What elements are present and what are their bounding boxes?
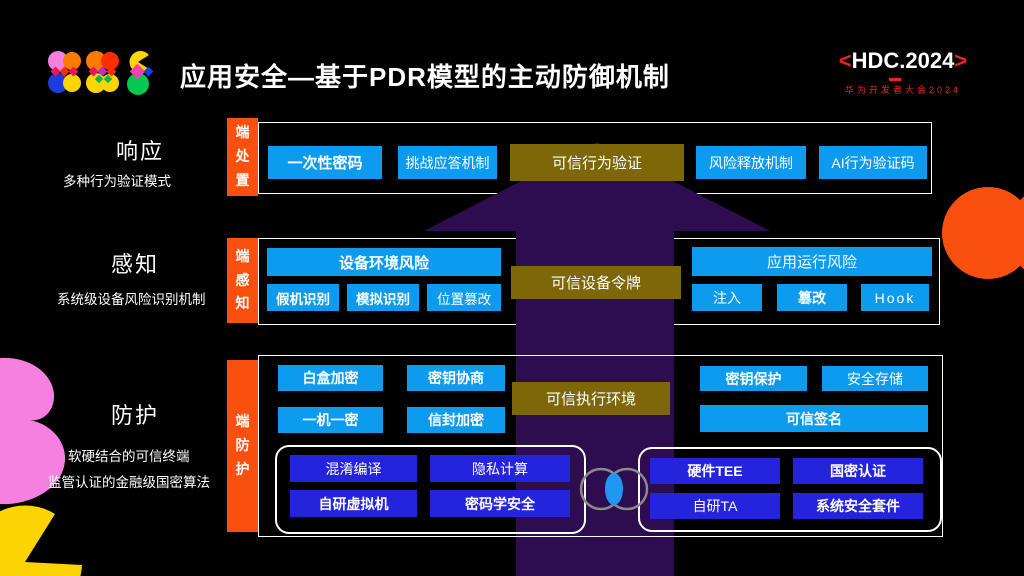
chip-trusted-signature: 可信签名	[700, 405, 928, 432]
chip-injection: 注入	[692, 284, 762, 311]
event-badge: <HDC.2024>	[828, 48, 978, 74]
response-title: 响应	[115, 139, 164, 164]
chip-gm-certification: 国密认证	[793, 458, 923, 484]
chip-ai-captcha: AI行为验证码	[819, 146, 927, 179]
chip-trusted-execution-env: 可信执行环境	[512, 382, 670, 415]
badge-close-bracket: >	[954, 48, 968, 73]
chip-whitebox-encryption: 白盒加密	[278, 365, 383, 391]
chip-trusted-device-token: 可信设备令牌	[511, 266, 681, 299]
chip-fake-device-detect: 假机识别	[267, 284, 339, 311]
chip-device-env-risk: 设备环境风险	[267, 248, 501, 276]
chip-self-developed-vm: 自研虚拟机	[290, 490, 417, 517]
chip-hook: Hook	[861, 284, 929, 311]
chip-emulator-detect: 模拟识别	[347, 284, 419, 311]
response-desc: 多种行为验证模式	[63, 174, 171, 189]
chip-one-time-password: 一次性密码	[268, 146, 382, 179]
tab-device-protection: 端防护	[227, 360, 258, 532]
chip-challenge-response: 挑战应答机制	[398, 146, 497, 179]
chip-system-security-suite: 系统安全套件	[793, 493, 923, 519]
chip-cryptography-security: 密码学安全	[430, 490, 570, 517]
protection-title: 防护	[110, 403, 159, 428]
chip-trusted-behavior-verification: 可信行为验证	[510, 144, 684, 181]
chip-secure-storage: 安全存储	[822, 366, 928, 391]
pink-flower-shape	[0, 357, 66, 505]
chip-key-negotiation: 密钥协商	[407, 365, 505, 391]
overlapping-circles-icon	[579, 467, 649, 511]
chip-hardware-tee: 硬件TEE	[650, 458, 780, 484]
protection-desc-1: 软硬结合的可信终端	[68, 449, 190, 464]
orange-blob-shape	[942, 187, 1024, 279]
tab-device-perception: 端感知	[227, 238, 258, 323]
event-badge-subtitle: 华为开发者大会2024	[844, 85, 962, 95]
chip-envelope-encryption: 信封加密	[407, 407, 505, 433]
chip-risk-release: 风险释放机制	[696, 146, 806, 179]
tab-device-handling: 端处置	[227, 118, 258, 196]
logo-glyph-1	[48, 51, 81, 93]
page-title: 应用安全—基于PDR模型的主动防御机制	[180, 62, 670, 92]
logo-glyph-2	[86, 51, 119, 93]
chip-key-protection: 密钥保护	[700, 366, 807, 391]
chip-privacy-computing: 隐私计算	[430, 455, 570, 482]
chip-app-runtime-risk: 应用运行风险	[692, 247, 932, 276]
logo-glyph-3	[127, 51, 154, 95]
chip-location-tamper: 位置篡改	[427, 284, 501, 311]
perception-desc: 系统级设备风险识别机制	[57, 292, 206, 307]
badge-underline	[889, 78, 901, 81]
protection-desc-2: 监管认证的金融级国密算法	[48, 475, 210, 490]
chip-tamper: 篡改	[777, 284, 847, 311]
badge-open-bracket: <	[838, 48, 852, 73]
chip-one-device-one-key: 一机一密	[278, 407, 383, 433]
chip-obfuscated-compile: 混淆编译	[290, 455, 417, 482]
perception-title: 感知	[110, 252, 159, 277]
hdc-logo-icon	[48, 51, 154, 95]
chip-self-developed-ta: 自研TA	[650, 493, 780, 519]
badge-name: HDC.2024	[851, 48, 955, 73]
yellow-pacman-shape	[0, 505, 82, 576]
